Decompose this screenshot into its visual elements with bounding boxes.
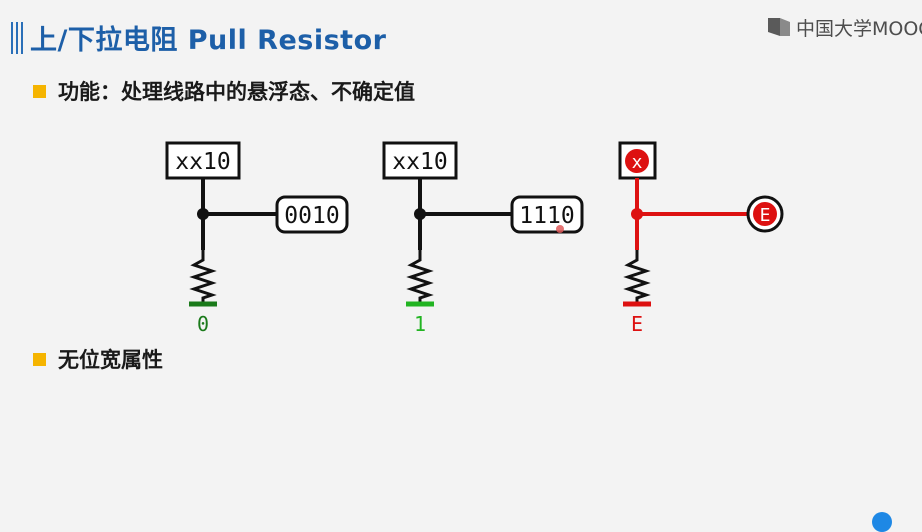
- bullet-no-width: 无位宽属性: [33, 344, 163, 374]
- mooc-logo-icon: [768, 18, 790, 36]
- pull-label: 0: [197, 312, 209, 336]
- circuit-pull-0: xx10 0010 0: [165, 141, 349, 336]
- junction-dot: [414, 208, 426, 220]
- circuit-pull-1: xx10 1110 1: [382, 141, 584, 336]
- junction-dot: [197, 208, 209, 220]
- source-value: x: [632, 152, 643, 173]
- pull-label: E: [631, 312, 643, 336]
- resistor-icon: [406, 250, 434, 304]
- bullet-text: 无位宽属性: [58, 348, 163, 372]
- junction-dot: [631, 208, 643, 220]
- result-value: 0010: [284, 203, 339, 229]
- title-bar: 上/下拉电阻 Pull Resistor: [8, 16, 608, 58]
- cursor-pointer-icon: [556, 225, 564, 233]
- bullet-function: 功能：处理线路中的悬浮态、不确定值: [33, 76, 415, 106]
- resistor-icon: [189, 250, 217, 304]
- title-bar-icon: [11, 22, 23, 54]
- resistor-icon: [623, 250, 651, 304]
- result-value: 1110: [519, 203, 574, 229]
- pull-resistor-diagram: xx10 0010 0 xx10 1110 1 x E E: [165, 141, 784, 336]
- mooc-logo: 中国大学MOOC: [766, 14, 922, 40]
- result-value: E: [760, 205, 771, 226]
- bullet-text: 功能：处理线路中的悬浮态、不确定值: [58, 80, 415, 104]
- page-title: 上/下拉电阻 Pull Resistor: [30, 25, 387, 56]
- error-dot: [753, 202, 777, 226]
- error-dot: [625, 149, 649, 173]
- source-box: [382, 141, 458, 180]
- pull-label: 1: [414, 312, 426, 336]
- mooc-logo-text: 中国大学MOOC: [796, 17, 922, 40]
- corner-indicator-icon: [872, 512, 892, 532]
- source-value: xx10: [175, 149, 230, 175]
- result-box: [510, 195, 584, 234]
- bullet-square-icon: [33, 352, 46, 366]
- source-value: xx10: [392, 149, 447, 175]
- result-box: [275, 195, 349, 234]
- bullet-square-icon: [33, 84, 46, 98]
- circuit-pull-error: x E E: [618, 141, 784, 336]
- source-box: [165, 141, 241, 180]
